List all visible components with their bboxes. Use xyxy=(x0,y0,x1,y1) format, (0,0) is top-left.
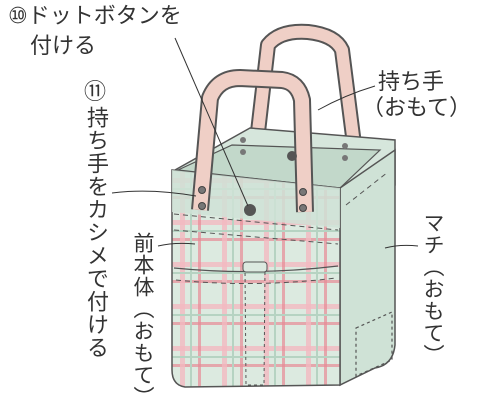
front-body-panel xyxy=(171,169,341,388)
step10-line1: ドットボタンを xyxy=(27,4,182,29)
label-step11: 持ち手をカシメで付ける xyxy=(83,106,108,359)
leader-step11 xyxy=(111,190,197,197)
rivet xyxy=(240,149,246,155)
rivet xyxy=(198,202,206,210)
gusset-panel xyxy=(339,148,396,387)
label-step10-line2: 付ける xyxy=(30,34,97,59)
label-handle-line2: （おもて） xyxy=(362,96,472,121)
step11-marker: ⑪ xyxy=(84,80,107,105)
step10-marker: ⑩ xyxy=(8,4,28,29)
label-step10: ⑩ドットボタンを xyxy=(8,4,182,29)
rivet xyxy=(342,155,348,161)
leader-body xyxy=(157,242,196,247)
rivet xyxy=(299,188,307,196)
rivet xyxy=(240,137,246,143)
label-front-body: 前本体（おもて） xyxy=(131,232,155,408)
dot-button xyxy=(287,151,297,161)
label-gusset: マチ（おもて） xyxy=(421,212,445,366)
dot-button xyxy=(244,204,256,216)
leader-handle xyxy=(317,85,376,111)
rivet xyxy=(299,204,307,212)
gusset-pocket xyxy=(355,311,393,377)
leader-step10 xyxy=(174,37,249,207)
rivet xyxy=(198,186,206,194)
rivet xyxy=(342,143,348,149)
label-handle-line1: 持ち手 xyxy=(378,70,445,95)
leader-gusset xyxy=(384,244,419,249)
